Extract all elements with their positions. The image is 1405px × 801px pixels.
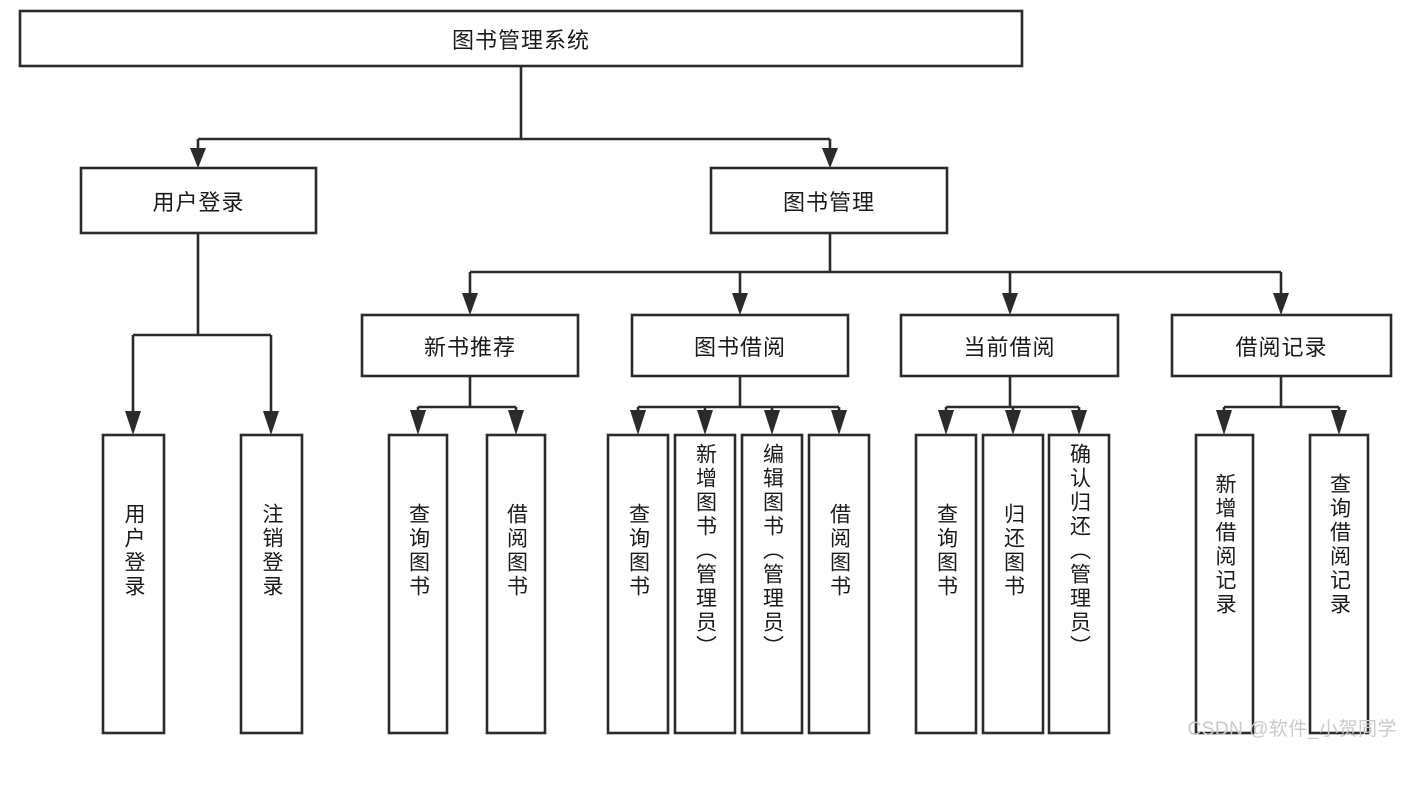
arrow-head-book-borrow bbox=[732, 293, 748, 315]
connector-group-book-manage bbox=[462, 233, 1289, 315]
connector-group-root bbox=[190, 66, 838, 168]
node-box-user-login[interactable] bbox=[79, 166, 318, 235]
arrow-head-bb-leaf3 bbox=[764, 410, 780, 435]
node-box-leaf-borrow-record-0[interactable] bbox=[1194, 433, 1255, 735]
connector-group-borrow-record bbox=[1216, 376, 1347, 435]
diagram-canvas: 图书管理系统 用户登录 图书管理 新书推荐 图书借阅 当前借阅 借阅记录 用户登… bbox=[18, 9, 1396, 740]
node-box-leaf-current-borrow-1[interactable] bbox=[981, 433, 1045, 735]
connector-group-book-borrow bbox=[630, 376, 847, 435]
node-box-leaf-borrow-record-1[interactable] bbox=[1308, 433, 1370, 735]
node-box-leaf-new-book-1[interactable] bbox=[485, 433, 547, 735]
node-box-leaf-book-borrow-1[interactable] bbox=[673, 433, 737, 735]
arrow-head-nb-leaf2 bbox=[508, 410, 524, 435]
node-box-book-borrow[interactable] bbox=[630, 313, 850, 378]
node-box-leaf-new-book-0[interactable] bbox=[387, 433, 449, 735]
arrow-head-cb-leaf1 bbox=[938, 410, 954, 435]
node-box-leaf-book-borrow-0[interactable] bbox=[606, 433, 670, 735]
arrow-head-book-manage bbox=[822, 148, 838, 168]
node-box-leaf-book-borrow-3[interactable] bbox=[807, 433, 871, 735]
node-box-new-book-recommend[interactable] bbox=[360, 313, 580, 378]
node-box-leaf-user-login-0[interactable] bbox=[101, 433, 166, 735]
arrow-head-user-login bbox=[190, 148, 206, 168]
arrow-head-bb-leaf2 bbox=[697, 410, 713, 435]
arrow-head-cb-leaf3 bbox=[1071, 410, 1087, 435]
arrow-head-br-leaf1 bbox=[1216, 410, 1232, 435]
node-box-leaf-current-borrow-0[interactable] bbox=[914, 433, 978, 735]
connector-group-new-book bbox=[410, 376, 524, 435]
arrow-head-new-book bbox=[462, 293, 478, 315]
arrow-head-borrow-record bbox=[1273, 293, 1289, 315]
arrow-head-cb-leaf2 bbox=[1005, 410, 1021, 435]
node-box-borrow-record[interactable] bbox=[1170, 313, 1393, 378]
connector-group-current-borrow bbox=[938, 376, 1087, 435]
arrow-head-ul-leaf2 bbox=[263, 411, 279, 435]
flowchart-svg bbox=[18, 9, 1393, 735]
arrow-head-bb-leaf4 bbox=[831, 410, 847, 435]
node-box-leaf-book-borrow-2[interactable] bbox=[740, 433, 804, 735]
node-box-book-manage[interactable] bbox=[709, 166, 949, 235]
node-box-leaf-current-borrow-2[interactable] bbox=[1047, 433, 1111, 735]
arrow-head-bb-leaf1 bbox=[630, 410, 646, 435]
arrow-head-br-leaf2 bbox=[1331, 410, 1347, 435]
arrow-head-nb-leaf1 bbox=[410, 410, 426, 435]
arrow-head-ul-leaf1 bbox=[125, 411, 141, 435]
node-box-current-borrow[interactable] bbox=[899, 313, 1120, 378]
node-box-leaf-user-login-1[interactable] bbox=[239, 433, 304, 735]
arrow-head-current-borrow bbox=[1002, 293, 1018, 315]
node-box-root[interactable] bbox=[18, 9, 1024, 68]
connector-group-user-login bbox=[125, 233, 279, 435]
